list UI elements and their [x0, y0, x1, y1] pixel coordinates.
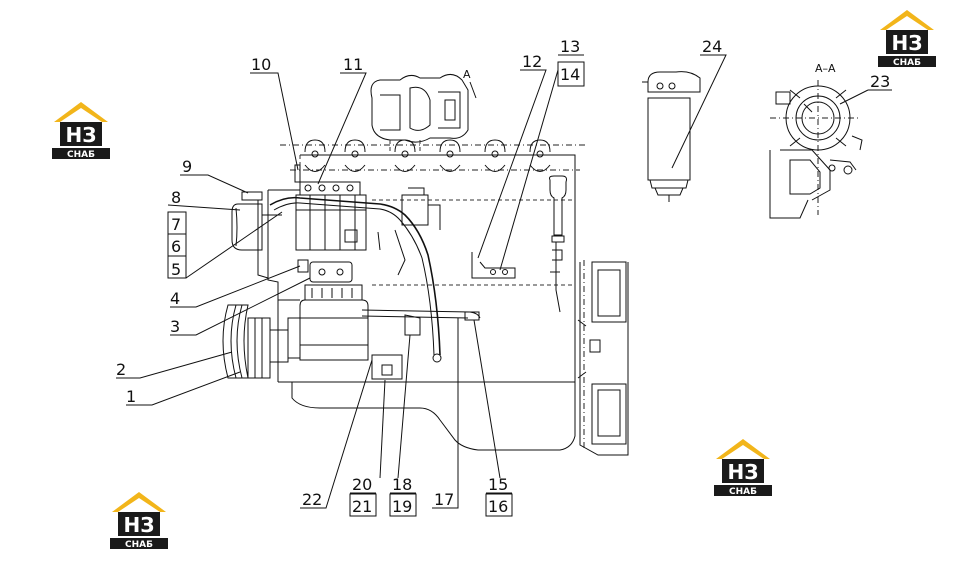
callout-21: 21 — [352, 497, 372, 516]
callout-9: 9 — [182, 157, 192, 176]
callout-20: 20 — [352, 475, 372, 494]
svg-text:СНАБ: СНАБ — [729, 487, 757, 497]
callout-13: 13 — [560, 37, 580, 56]
callout-1: 1 — [126, 387, 136, 406]
nz-snab-logo: НЗ СНАБ — [876, 8, 938, 68]
svg-text:СНАБ: СНАБ — [125, 540, 153, 550]
logo-graphic: НЗ СНАБ — [110, 492, 168, 550]
callout-10: 10 — [251, 55, 271, 74]
callout-4: 4 — [170, 289, 180, 308]
callout-7: 7 — [171, 215, 181, 234]
callout-23: 23 — [870, 72, 890, 91]
pulley — [222, 304, 289, 379]
leader-lines — [116, 54, 892, 517]
fuel-lines — [269, 187, 442, 363]
injection-pump — [295, 181, 367, 251]
svg-text:НЗ: НЗ — [66, 123, 97, 147]
callout-12: 12 — [522, 52, 542, 71]
oil-filler — [549, 175, 567, 313]
pipe-assembly — [361, 309, 481, 380]
thermostat-housing — [231, 164, 301, 251]
nz-snab-logo: НЗ СНАБ — [50, 100, 112, 160]
callout-6: 6 — [171, 237, 181, 256]
section-label: A–A — [815, 62, 836, 75]
callout-16: 16 — [488, 497, 508, 516]
radiator — [577, 260, 629, 456]
callout-22: 22 — [302, 490, 322, 509]
bracket — [471, 252, 516, 279]
callout-17: 17 — [434, 490, 454, 509]
compressor — [287, 284, 369, 361]
callout-8: 8 — [171, 188, 181, 207]
callout-2: 2 — [116, 360, 126, 379]
callout-19: 19 — [392, 497, 412, 516]
logo-graphic: НЗ СНАБ — [878, 10, 936, 68]
engine-block — [257, 139, 585, 451]
callout-3: 3 — [170, 317, 180, 336]
sensor-assembly — [297, 259, 353, 283]
view-label-a: A — [463, 68, 471, 81]
turbocharger — [370, 74, 469, 152]
logo-graphic: НЗ СНАБ — [714, 439, 772, 497]
svg-text:НЗ: НЗ — [728, 460, 759, 484]
svg-text:НЗ: НЗ — [124, 513, 155, 537]
callout-15: 15 — [488, 475, 508, 494]
callout-24: 24 — [702, 37, 722, 56]
callout-5: 5 — [171, 260, 181, 279]
callout-numbers: 1 2 3 4 5 6 7 8 9 10 11 12 13 14 15 16 1… — [116, 37, 890, 516]
nz-snab-logo: НЗ СНАБ — [712, 437, 774, 497]
svg-text:СНАБ: СНАБ — [67, 150, 95, 160]
logo-graphic: НЗ СНАБ — [52, 102, 110, 160]
svg-text:СНАБ: СНАБ — [893, 58, 921, 68]
nz-snab-logo: НЗ СНАБ — [108, 490, 170, 550]
callout-11: 11 — [343, 55, 363, 74]
callout-14: 14 — [560, 65, 580, 84]
section-a-a: A–A — [769, 62, 863, 219]
svg-text:НЗ: НЗ — [892, 31, 923, 55]
callout-18: 18 — [392, 475, 412, 494]
filter-24 — [642, 71, 701, 202]
